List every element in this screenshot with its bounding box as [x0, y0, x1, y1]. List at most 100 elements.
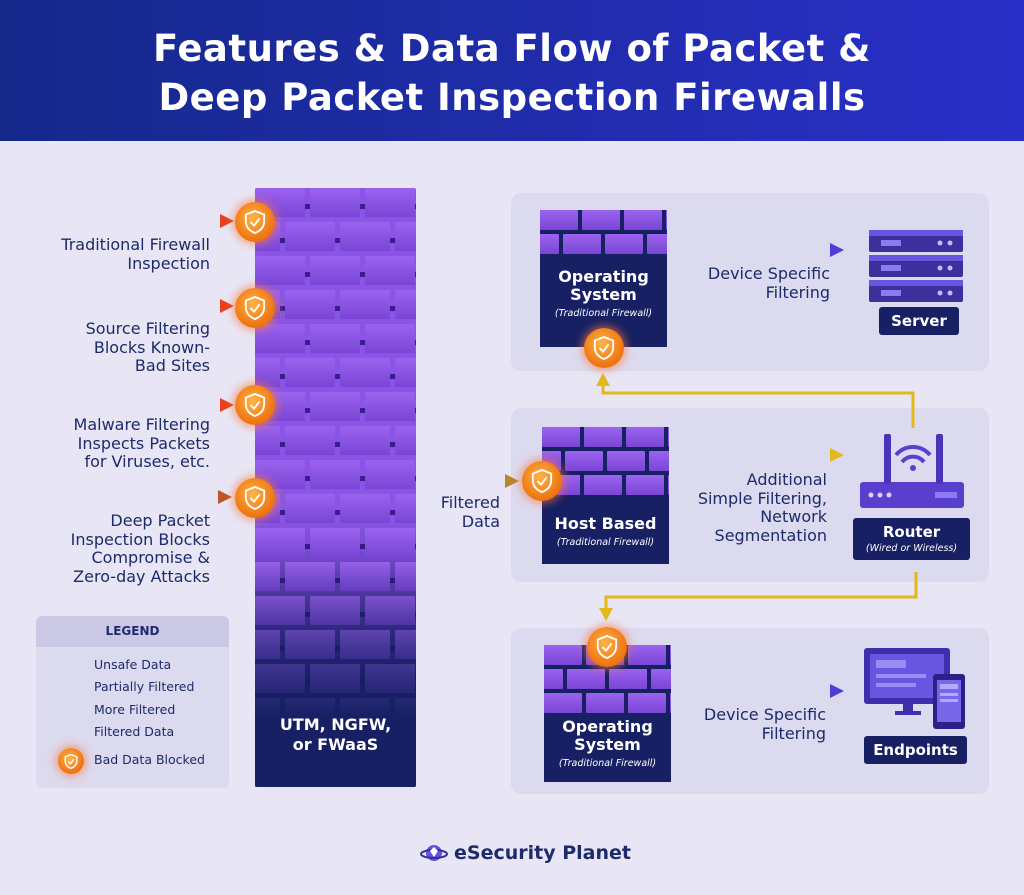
wall-brick: [668, 427, 669, 447]
wall-brick: [340, 426, 390, 455]
arrow-filtered-data: [432, 474, 519, 488]
title-line-2: Deep Packet Inspection Firewalls: [158, 76, 866, 119]
wall-brick: [628, 645, 666, 665]
wall-brick: [607, 451, 645, 471]
wall-brick: [584, 427, 622, 447]
wall-brick: [544, 669, 563, 689]
path-router-to-server: [596, 373, 915, 428]
wall-brick: [670, 645, 671, 665]
wall-brick: [624, 210, 662, 230]
wall-brick: [395, 494, 416, 523]
wall-brick: [310, 188, 360, 217]
wall-brick: [255, 256, 305, 285]
shield-icon: [584, 328, 624, 368]
legend-item-blocked: Bad Data Blocked: [94, 752, 205, 767]
shield-icon: [235, 478, 275, 518]
wall-brick: [670, 693, 671, 713]
wall-brick: [666, 210, 667, 230]
server-label: Server: [879, 307, 959, 335]
arrow-input-3: [45, 398, 234, 412]
wall-brick: [395, 426, 416, 455]
wall-brick: [651, 669, 671, 689]
wall-brick: [255, 528, 305, 557]
arrow-host-to-router: [688, 448, 844, 462]
brand-name: eSecurity Planet: [454, 842, 631, 864]
wall-brick: [605, 234, 643, 254]
wall-brick: [628, 693, 666, 713]
wall-brick: [563, 234, 601, 254]
arrow-os-to-server: [688, 243, 844, 257]
arrow-os-to-endpoints: [686, 684, 844, 698]
wall-brick: [310, 392, 360, 421]
wall-brick: [626, 475, 664, 495]
wall-brick: [668, 475, 669, 495]
planet-icon: [420, 845, 448, 861]
wall-brick: [609, 669, 647, 689]
wall-brick: [567, 669, 605, 689]
wall-brick: [255, 426, 280, 455]
main-firewall: UTM, NGFW, or FWaaS: [255, 188, 416, 787]
wall-brick: [310, 528, 360, 557]
wall-brick: [255, 324, 305, 353]
wall-brick: [310, 324, 360, 353]
wall-brick: [582, 210, 620, 230]
wall-brick: [584, 475, 622, 495]
wall-brick: [649, 451, 669, 471]
wall-brick: [365, 460, 415, 489]
wall-brick: [285, 426, 335, 455]
arrow-input-2: [45, 299, 234, 313]
wall-brick: [365, 256, 415, 285]
endpoints-label: Endpoints: [864, 736, 967, 764]
wall-brick: [626, 427, 664, 447]
wall-brick: [285, 290, 335, 319]
wall-brick: [340, 358, 390, 387]
wall-brick: [565, 451, 603, 471]
wall-brick: [586, 693, 624, 713]
wall-brick: [540, 234, 559, 254]
title-line-1: Features & Data Flow of Packet &: [153, 27, 871, 70]
legend-title: LEGEND: [36, 616, 229, 647]
router-icon: [860, 434, 964, 508]
legend-item-partial: Partially Filtered: [94, 679, 195, 694]
host-firewall: Host Based (Traditional Firewall): [542, 427, 669, 564]
server-icon: [869, 230, 963, 302]
endpoints-icon: [864, 648, 965, 729]
legend: LEGEND Unsafe Data Partially Filtered Mo…: [36, 616, 229, 788]
wall-brick: [255, 358, 280, 387]
wall-brick: [647, 234, 667, 254]
wall-brick: [340, 494, 390, 523]
wall-brick: [365, 528, 415, 557]
legend-item-filtered: Filtered Data: [94, 724, 175, 739]
legend-item-more: More Filtered: [94, 702, 176, 717]
wall-brick: [540, 210, 578, 230]
shield-icon: [522, 461, 562, 501]
wall-brick: [285, 358, 335, 387]
wall-brick: [544, 645, 582, 665]
shield-icon: [235, 385, 275, 425]
path-router-to-endpoints: [599, 572, 918, 621]
header-banner: Features & Data Flow of Packet & Deep Pa…: [0, 0, 1024, 141]
wall-brick: [395, 358, 416, 387]
arrow-input-4: [45, 490, 232, 504]
wall-brick: [285, 494, 335, 523]
wall-brick: [285, 222, 335, 251]
router-label: Router (Wired or Wireless): [853, 518, 970, 560]
wall-brick: [542, 427, 580, 447]
wall-brick: [310, 460, 360, 489]
wall-brick: [310, 256, 360, 285]
shield-icon: [58, 748, 84, 774]
arrow-input-1: [45, 214, 234, 228]
wall-brick: [365, 188, 415, 217]
wall-brick: [395, 290, 416, 319]
wall-brick: [544, 693, 582, 713]
main-wall-label-2: or FWaaS: [292, 735, 379, 754]
